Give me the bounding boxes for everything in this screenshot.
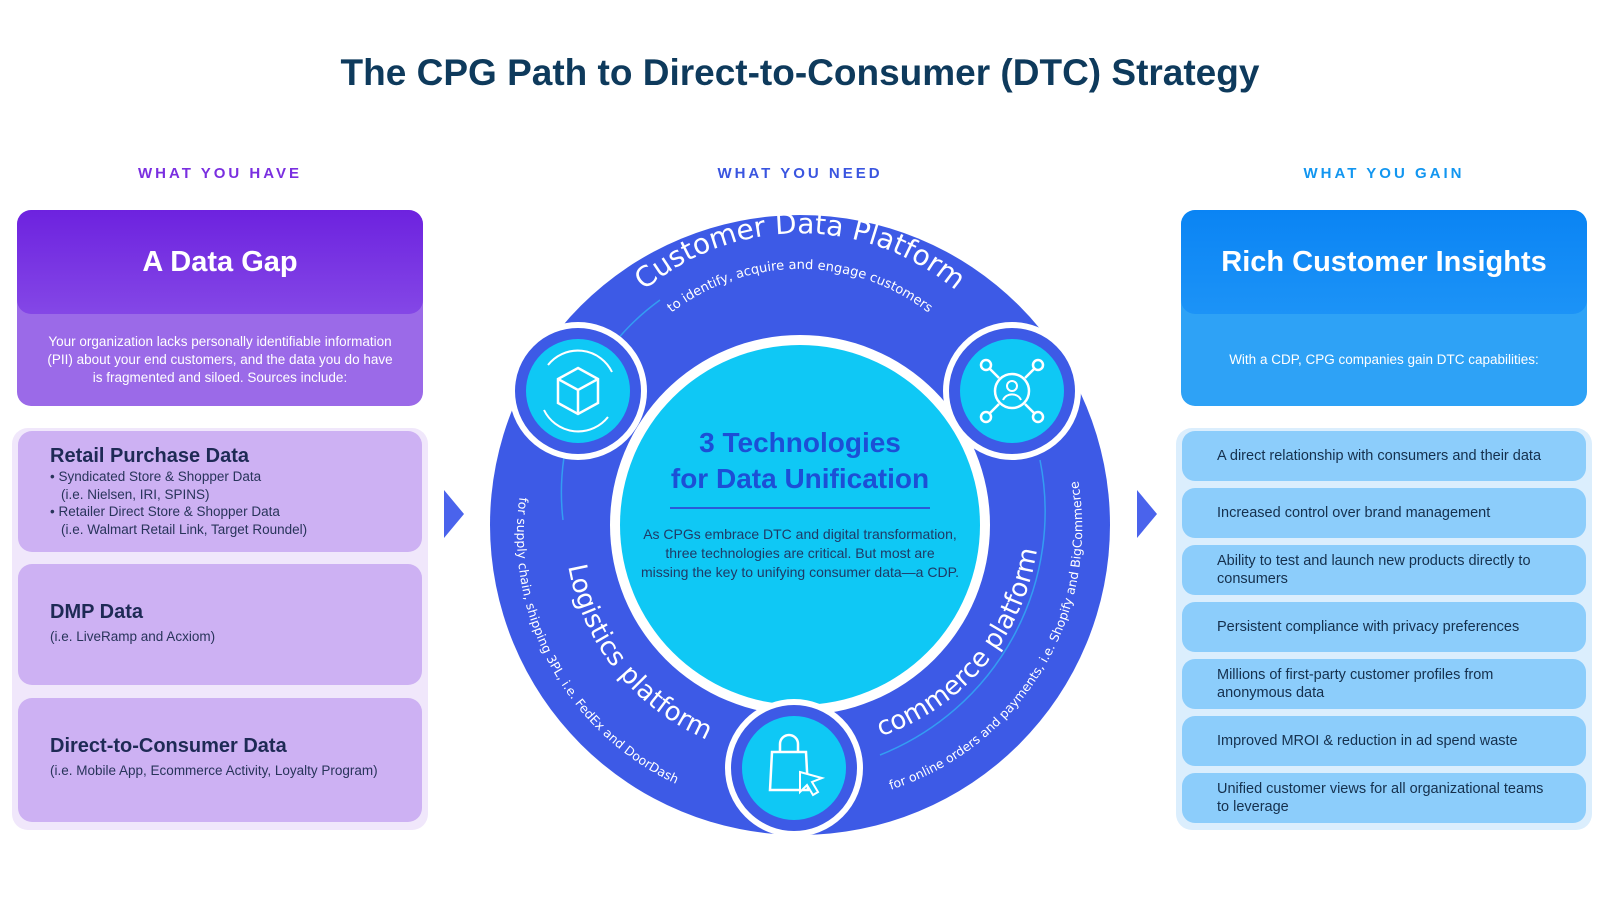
center-divider: [670, 507, 930, 509]
source-title: Direct-to-Consumer Data: [50, 735, 287, 757]
data-sources-panel: Retail Purchase Data • Syndicated Store …: [12, 428, 428, 830]
center-circle: [620, 345, 980, 705]
source-line: • Syndicated Store & Shopper Data: [50, 469, 262, 484]
source-line: (i.e. Walmart Retail Link, Target Rounde…: [61, 521, 308, 537]
ecommerce-arc-line: [879, 459, 1046, 756]
customer-insights-card: Rich Customer Insights With a CDP, CPG c…: [1181, 210, 1587, 406]
capability-item: A direct relationship with consumers and…: [1182, 431, 1586, 481]
shopping-bag-click-icon: [725, 699, 863, 837]
customer-insights-description: With a CDP, CPG companies gain DTC capab…: [1229, 352, 1539, 367]
what-you-have-label: WHAT YOU HAVE: [137, 165, 302, 182]
data-gap-description: Your organization lacks personally ident…: [47, 334, 393, 385]
data-gap-card: A Data Gap Your organization lacks perso…: [17, 210, 423, 406]
capability-item: Increased control over brand management: [1182, 488, 1586, 538]
three-technologies-diagram: Customer Data Platform to identify, acqu…: [470, 200, 1110, 837]
source-title: DMP Data: [50, 601, 143, 623]
source-retail-purchase: Retail Purchase Data • Syndicated Store …: [18, 431, 422, 552]
source-dmp: DMP Data (i.e. LiveRamp and Acxiom): [18, 564, 422, 685]
source-dtc: Direct-to-Consumer Data (i.e. Mobile App…: [18, 698, 422, 822]
customer-insights-title: Rich Customer Insights: [1221, 245, 1547, 278]
customer-network-icon: [943, 322, 1081, 460]
center-title-line-2: for Data Unification: [670, 463, 930, 494]
source-title: Retail Purchase Data: [50, 445, 249, 467]
source-line: (i.e. LiveRamp and Acxiom): [50, 629, 216, 644]
source-line: (i.e. Mobile App, Ecommerce Activity, Lo…: [50, 763, 378, 778]
customer-insights-header: Rich Customer Insights: [1181, 210, 1587, 314]
data-gap-header: A Data Gap: [17, 210, 423, 314]
center-title-line-1: 3 Technologies: [699, 427, 901, 458]
source-line: • Retailer Direct Store & Shopper Data: [50, 504, 280, 519]
capabilities-panel: A direct relationship with consumers and…: [1176, 428, 1592, 830]
what-you-gain-label: WHAT YOU GAIN: [1303, 165, 1465, 182]
capability-item: Unified customer views for all organizat…: [1182, 773, 1586, 823]
center-content: 3 Technologies for Data Unification As C…: [610, 425, 990, 582]
capability-item: Persistent compliance with privacy prefe…: [1182, 602, 1586, 652]
arrow-have-to-need-icon: [444, 490, 464, 538]
source-line: (i.e. Nielsen, IRI, SPINS): [61, 486, 210, 502]
center-description: As CPGs embrace DTC and digital transfor…: [640, 526, 959, 580]
capability-item: Improved MROI & reduction in ad spend wa…: [1182, 716, 1586, 766]
package-cycle-icon: [509, 322, 647, 460]
capability-item: Ability to test and launch new products …: [1182, 545, 1586, 595]
capability-item: Millions of first-party customer profile…: [1182, 659, 1586, 709]
arrow-need-to-gain-icon: [1137, 490, 1157, 538]
what-you-need-label: WHAT YOU NEED: [717, 165, 883, 182]
data-gap-title: A Data Gap: [142, 245, 298, 278]
page-title: The CPG Path to Direct-to-Consumer (DTC)…: [340, 52, 1260, 93]
